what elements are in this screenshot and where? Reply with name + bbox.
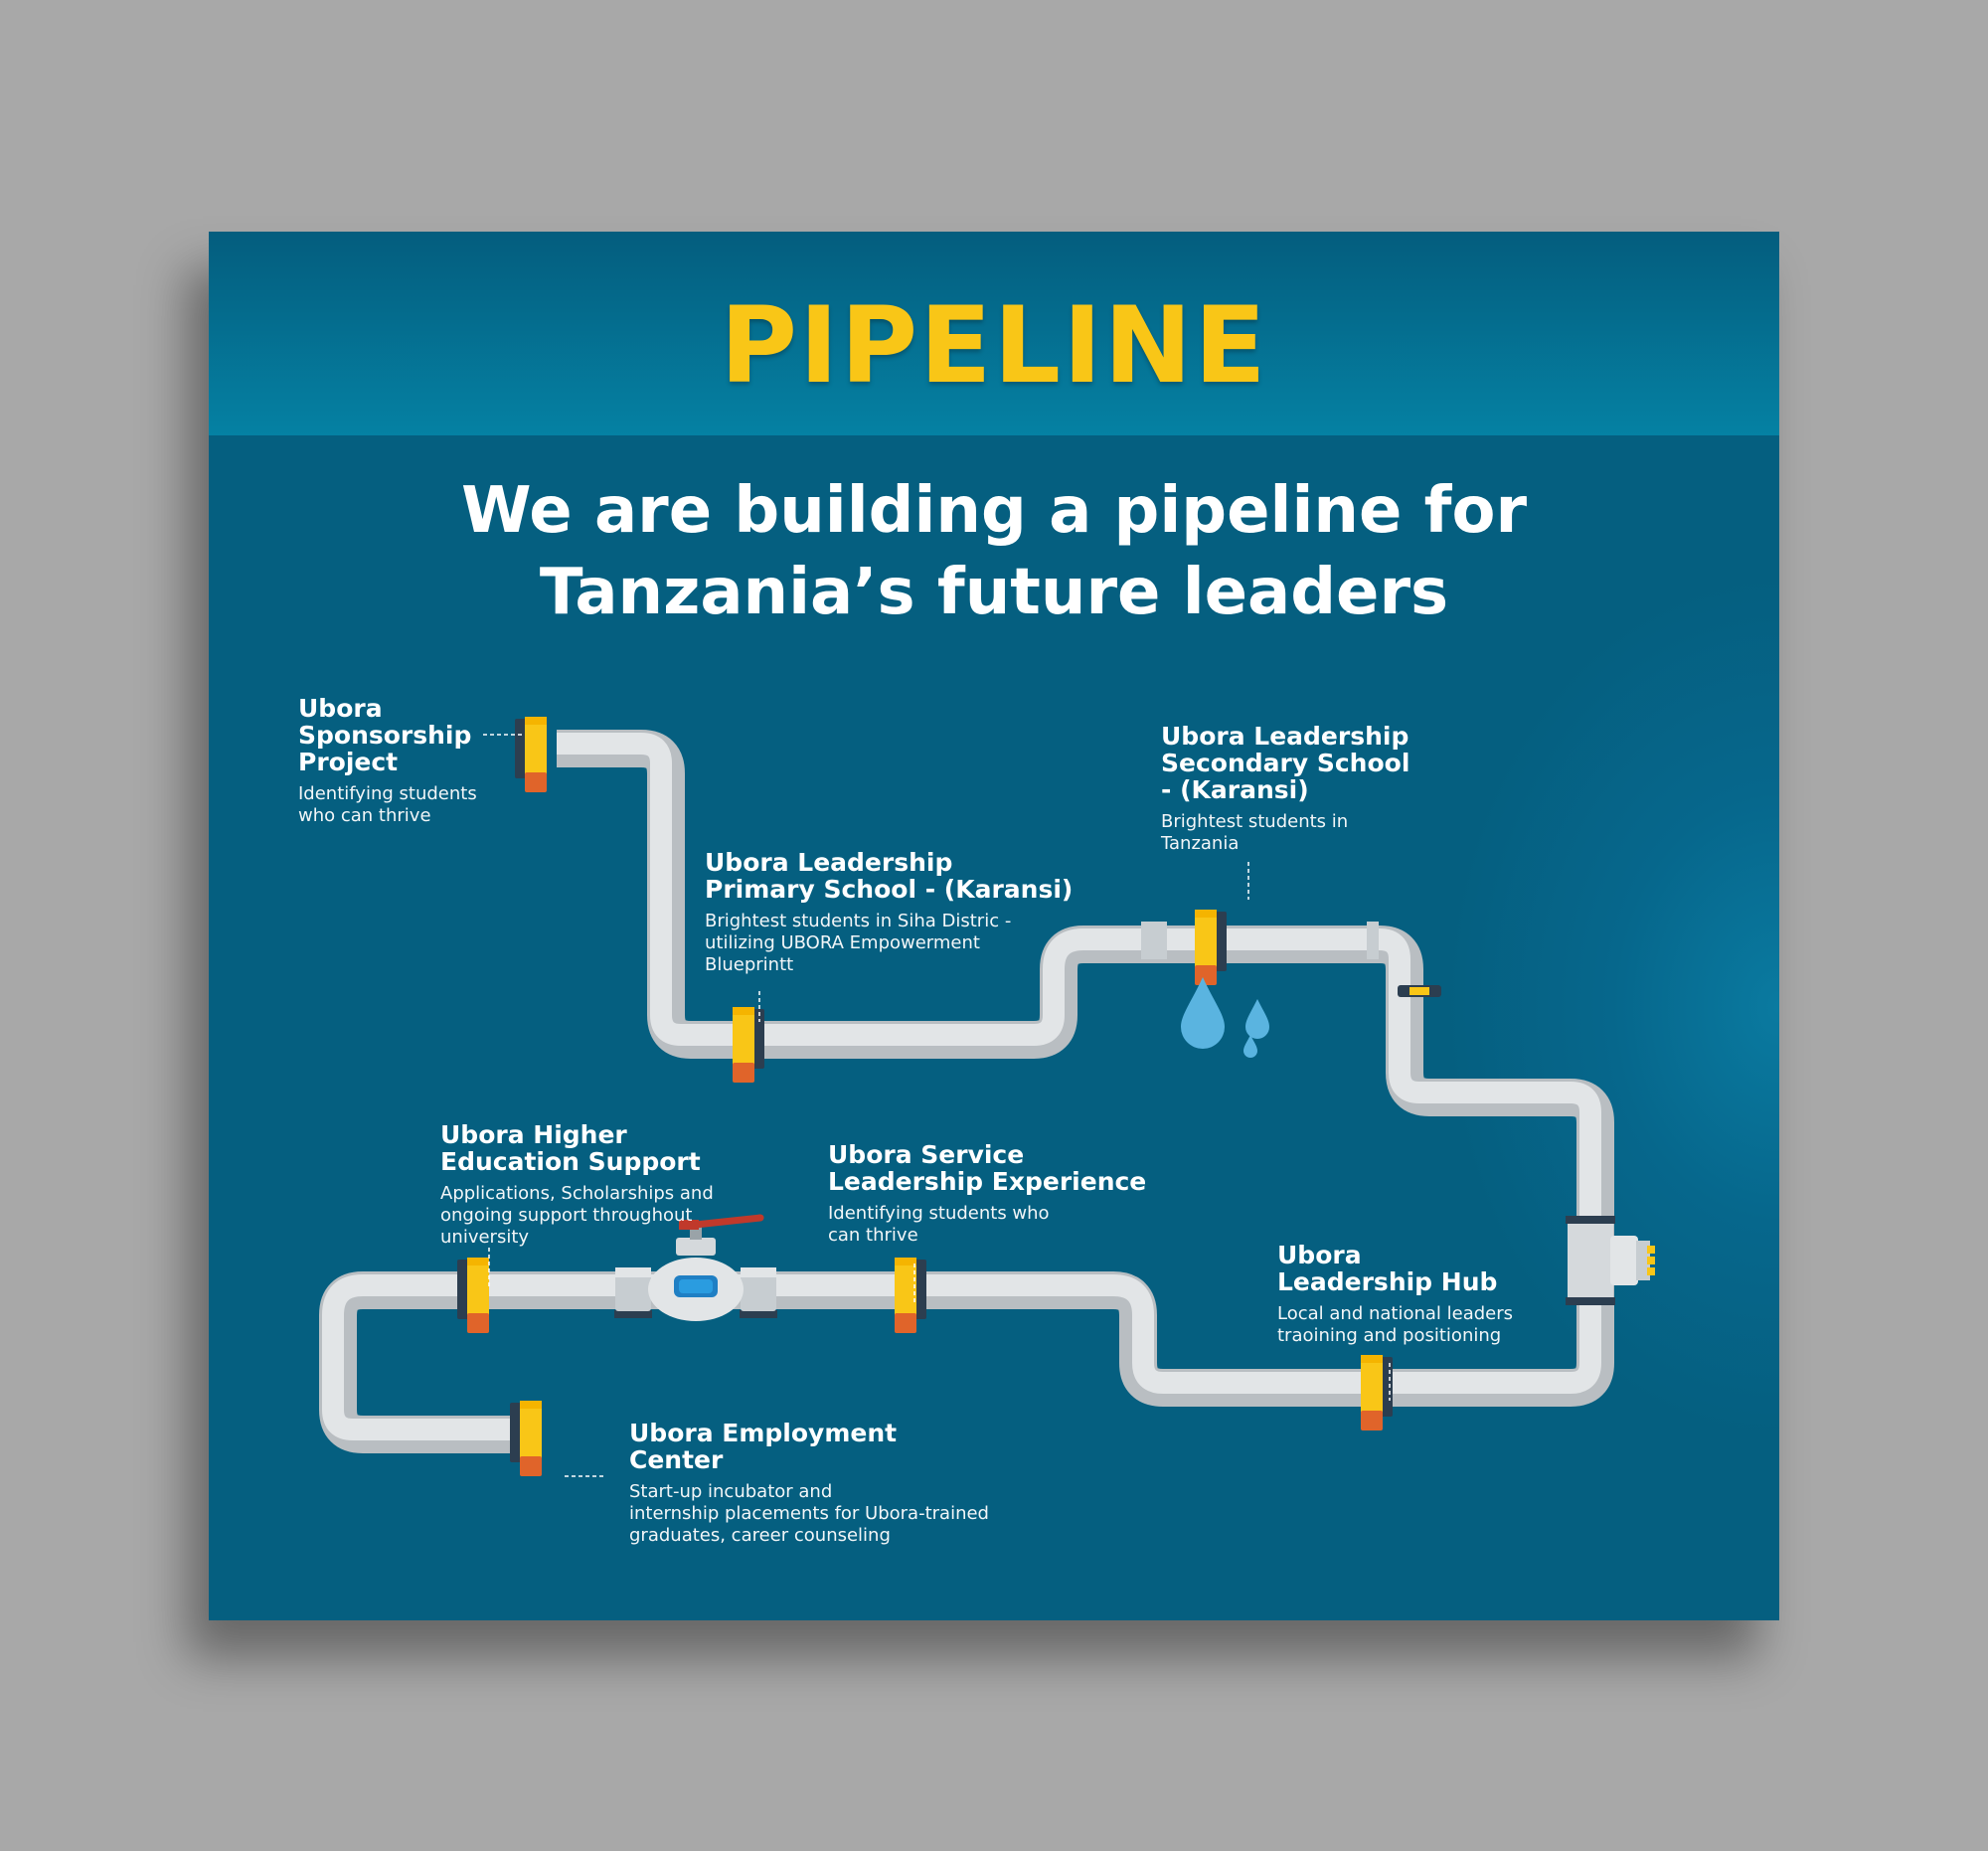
stage-service-leadership: Ubora Service Leadership Experience Iden… [828,1141,1146,1247]
pipe-joint-band [1367,922,1379,959]
pipe-connector-icon [457,1258,489,1333]
stage-description: Brightest students in Siha Distric - uti… [705,911,1012,975]
stage-title: Ubora Higher Education Support [440,1120,701,1176]
subtitle: We are building a pipeline for Tanzania’… [209,470,1779,633]
valve-icon [614,1214,777,1321]
header-band [209,232,1779,435]
stage-sponsorship-project: Ubora Sponsorship Project Identifying st… [298,695,477,827]
stage-title: Ubora Employment Center [629,1419,898,1474]
pipeline-poster: PIPELINE We are building a pipeline for … [209,232,1779,1620]
water-drop-icon [1181,977,1269,1058]
stage-description: Applications, Scholarships and ongoing s… [440,1183,714,1248]
pipe-connector-icon [510,1401,542,1476]
stage-title: Ubora Leadership Hub [1277,1241,1498,1296]
pipe-connector-icon [1361,1355,1393,1430]
stage-title: Ubora Sponsorship Project [298,694,472,776]
pipe-joint-band [1141,922,1167,959]
stage-title: Ubora Service Leadership Experience [828,1140,1147,1196]
subtitle-line-2: Tanzania’s future leaders [539,556,1449,629]
pipeline-diagram [319,717,1655,1477]
stage-employment-center: Ubora Employment Center Start-up incubat… [629,1420,989,1547]
tee-outlet-icon [1566,1216,1655,1305]
stage-description: Identifying students who can thrive [298,783,477,826]
stage-secondary-school: Ubora Leadership Secondary School - (Kar… [1161,723,1409,855]
pipe-connector-icon [515,717,547,792]
stage-title: Ubora Leadership Secondary School - (Kar… [1161,722,1410,804]
pipe-connector-icon [733,1007,764,1083]
page-title: PIPELINE [720,284,1268,407]
stage-description: Brightest students in Tanzania [1161,811,1349,854]
stage-description: Local and national leaders traoining and… [1277,1303,1514,1346]
stage-description: Start-up incubator and internship placem… [629,1481,989,1546]
pipe-connector-icon [1195,910,1227,985]
pipe-connector-icon [895,1258,926,1333]
stage-description: Identifying students who can thrive [828,1203,1050,1246]
subtitle-line-1: We are building a pipeline for [460,474,1528,548]
pipe-joint-band [1409,987,1429,995]
leader-lines [483,734,1391,1477]
stage-primary-school: Ubora Leadership Primary School - (Karan… [705,849,1073,976]
stage-leadership-hub: Ubora Leadership Hub Local and national … [1277,1242,1513,1347]
stage-higher-education: Ubora Higher Education Support Applicati… [440,1121,714,1249]
stage-title: Ubora Leadership Primary School - (Karan… [705,848,1074,904]
